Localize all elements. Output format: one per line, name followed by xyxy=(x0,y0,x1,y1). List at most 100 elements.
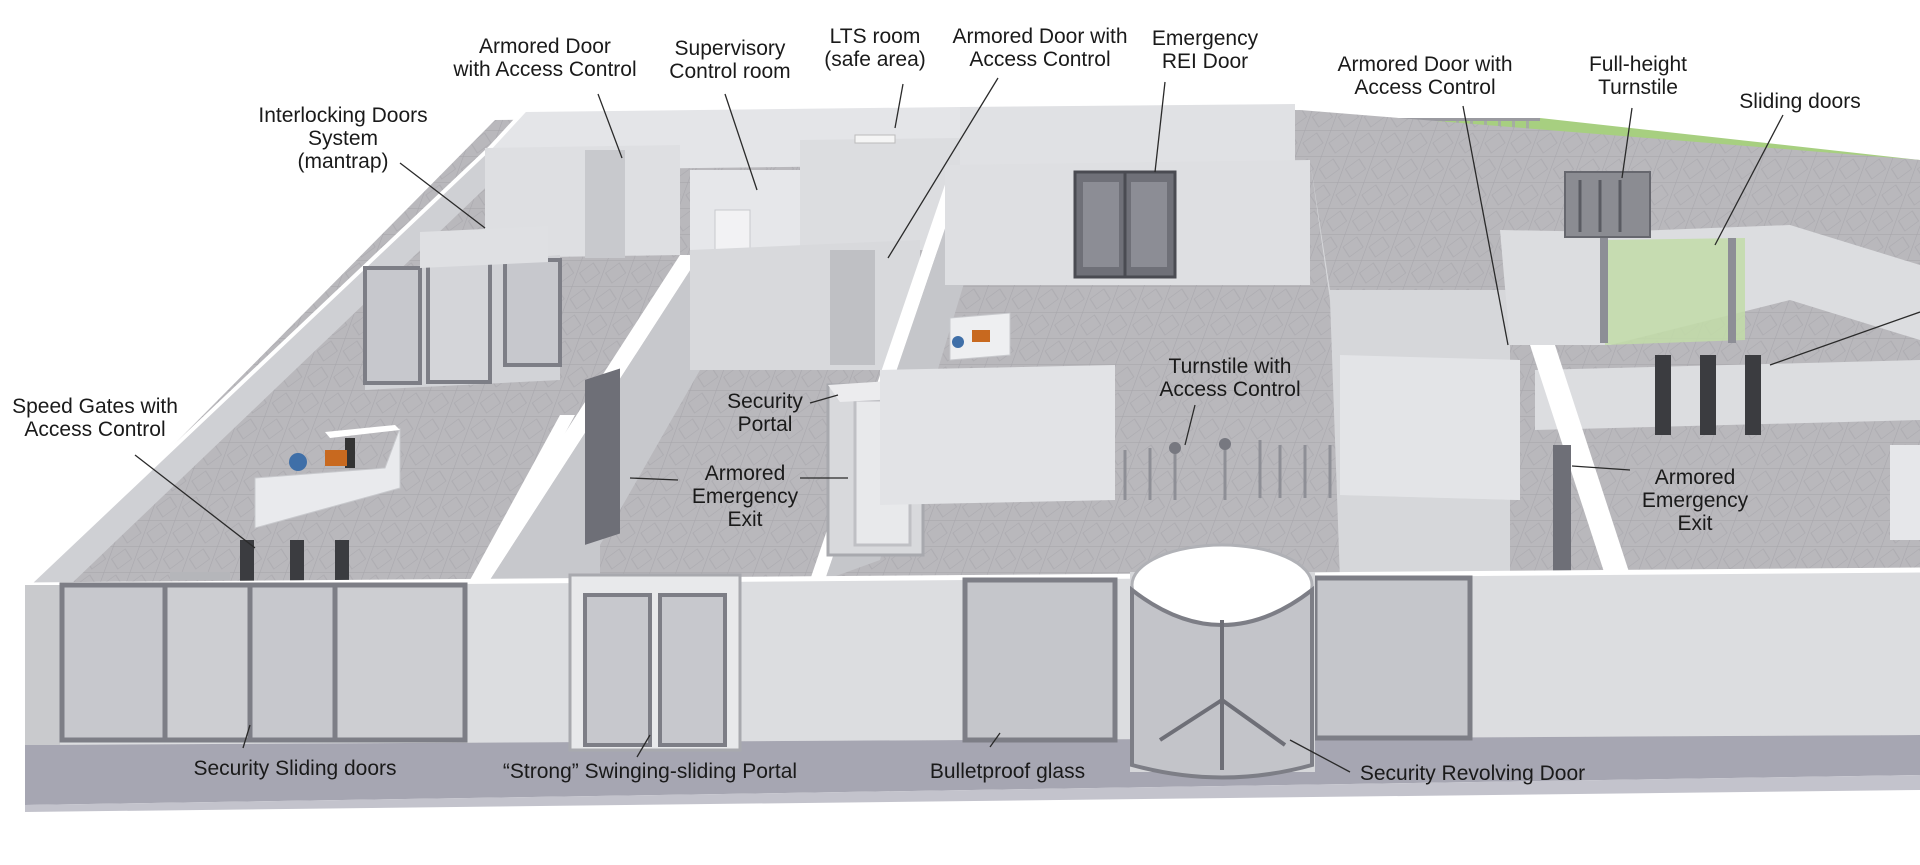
label-speed-gates: Speed Gates with Access Control xyxy=(0,395,190,441)
lts-wall xyxy=(800,138,960,250)
speed-gate-left xyxy=(170,572,230,580)
mantrap-glass-c xyxy=(426,260,492,384)
label-line: Security Sliding doors xyxy=(193,757,397,780)
label-armored-emergency-exit-2: Armored Emergency Exit xyxy=(1630,466,1760,535)
supervisory-window xyxy=(714,209,751,251)
chair xyxy=(289,453,307,471)
label-armored-door-1: Armored Door with Access Control xyxy=(440,35,650,81)
label-lts-room: LTS room (safe area) xyxy=(815,25,935,71)
mantrap-glass-r xyxy=(503,258,562,367)
label-line: Sliding doors xyxy=(1739,90,1861,113)
label-line: Armored Door with xyxy=(952,25,1128,48)
security-sliding-doors xyxy=(59,582,468,743)
security-revolving-door xyxy=(1130,543,1315,780)
label-turnstile-access-control: Turnstile with Access Control xyxy=(1145,355,1315,401)
speed-gate-right xyxy=(1655,355,1671,435)
label-line: Emergency xyxy=(691,485,799,508)
label-line: Armored xyxy=(1654,466,1736,489)
speed-gate-left xyxy=(290,540,304,590)
central-room-wall xyxy=(880,365,1115,505)
label-line: Exit xyxy=(727,508,763,531)
bulletproof-glass-2 xyxy=(1312,575,1473,741)
monitor xyxy=(345,438,355,468)
label-line: Armored Door xyxy=(479,35,611,58)
speed-gate-right xyxy=(1745,355,1761,435)
label-full-height-turnstile: Full-height Turnstile xyxy=(1573,53,1703,99)
left-outer-wall xyxy=(28,148,525,585)
chair xyxy=(952,336,964,348)
label-line: with Access Control xyxy=(453,58,637,81)
label-security-portal: Security Portal xyxy=(720,390,810,436)
label-line: Emergency xyxy=(1641,489,1749,512)
mantrap-glass-l xyxy=(363,266,422,385)
label-strong-portal: “Strong” Swinging-sliding Portal xyxy=(485,760,815,783)
label-line: (mantrap) xyxy=(297,150,389,173)
label-sliding-doors: Sliding doors xyxy=(1725,90,1875,113)
label-line: Full-height xyxy=(1588,53,1688,76)
wall-top-edge xyxy=(26,100,1296,587)
ground-shadow xyxy=(25,775,1920,812)
sliding-door-post-l xyxy=(1600,238,1608,343)
label-line: Control room xyxy=(669,60,791,83)
right-edge-block xyxy=(1890,445,1920,540)
label-line: “Strong” Swinging-sliding Portal xyxy=(502,760,798,783)
speed-gate-right xyxy=(1700,355,1716,435)
emergency-door-pane-r xyxy=(1131,182,1167,267)
central-room-wall-2 xyxy=(1345,360,1520,500)
label-line: Portal xyxy=(737,413,793,436)
label-line: Interlocking Doors xyxy=(258,104,428,127)
right-room-wall xyxy=(1535,360,1920,430)
turnstile-head xyxy=(1169,442,1181,454)
strong-swinging-sliding-portal xyxy=(568,573,742,752)
label-line: Speed Gates with xyxy=(12,395,178,418)
label-line: Access Control xyxy=(969,48,1111,71)
label-armored-door-2: Armored Door with Access Control xyxy=(940,25,1140,71)
turnstile-row xyxy=(1123,440,1332,500)
label-line: Access Control xyxy=(1354,76,1496,99)
fence-rail xyxy=(1305,118,1540,121)
label-supervisory-control-room: Supervisory Control room xyxy=(660,37,800,83)
right-room-divider xyxy=(1530,345,1630,575)
full-height-turnstile-body xyxy=(1564,171,1651,238)
label-line: LTS room xyxy=(829,25,921,48)
armored-door-2 xyxy=(830,250,875,365)
reception-desk-left xyxy=(254,427,401,529)
desk-orange-panel xyxy=(972,330,990,342)
emergency-door-pane-l xyxy=(1083,182,1119,267)
armored-emergency-exit-2 xyxy=(1553,445,1571,575)
label-line: Exit xyxy=(1677,512,1713,535)
back-wall-right xyxy=(960,102,1295,165)
label-line: REI Door xyxy=(1161,50,1249,73)
label-line: Supervisory xyxy=(674,37,786,60)
bulletproof-glass xyxy=(962,577,1118,743)
label-emergency-rei-door: Emergency REI Door xyxy=(1140,27,1270,73)
sliding-door-post-r xyxy=(1728,238,1736,343)
label-line: Security xyxy=(727,390,803,413)
label-security-revolving-door: Security Revolving Door xyxy=(1345,762,1600,785)
label-line: Access Control xyxy=(1159,378,1301,401)
building-base xyxy=(25,735,1920,805)
sliding-door-frame xyxy=(1605,238,1745,345)
leader-lines xyxy=(134,77,1920,773)
label-line: Armored Door with xyxy=(1337,53,1513,76)
label-line: System xyxy=(307,127,378,150)
label-security-sliding-doors: Security Sliding doors xyxy=(170,757,420,780)
reception-desk-top xyxy=(325,425,400,438)
room-center-wall xyxy=(690,240,920,370)
label-bulletproof-glass: Bulletproof glass xyxy=(915,760,1100,783)
partition-wall-left xyxy=(470,415,575,580)
label-line: Turnstile with xyxy=(1168,355,1292,378)
label-armored-emergency-exit-1: Armored Emergency Exit xyxy=(680,462,810,531)
label-line: Turnstile xyxy=(1598,76,1678,99)
label-line: Bulletproof glass xyxy=(929,760,1086,783)
mantrap-top xyxy=(420,226,548,268)
label-interlocking-doors: Interlocking Doors System (mantrap) xyxy=(248,104,438,173)
label-line: Access Control xyxy=(24,418,166,441)
label-line: (safe area) xyxy=(824,48,926,71)
label-line: Armored xyxy=(704,462,786,485)
turnstile-head xyxy=(1219,438,1231,450)
desk-orange-panel xyxy=(325,450,347,466)
speed-gate-left xyxy=(335,540,349,590)
